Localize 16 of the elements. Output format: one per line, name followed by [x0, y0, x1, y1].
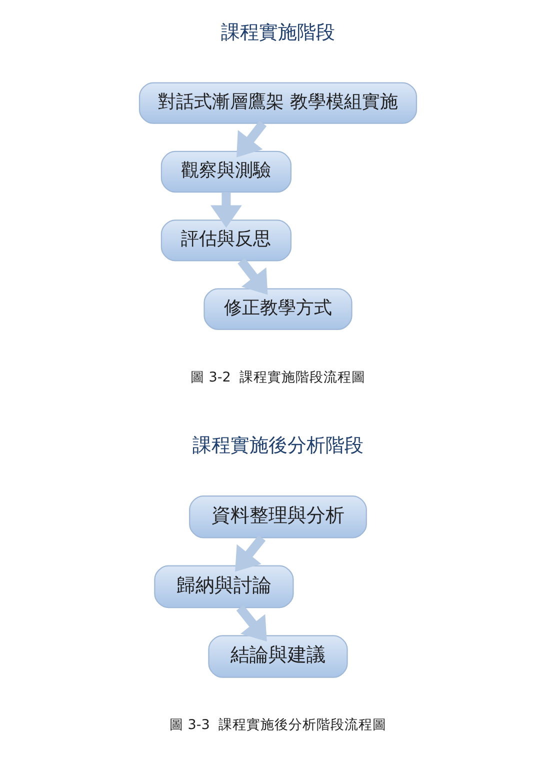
label: 課程實施階段 [220, 20, 334, 44]
node-box: 結論與建議 [208, 635, 348, 678]
label: 圖 3-2 課程實施階段流程圖 [190, 369, 365, 386]
node-box: 歸納與討論 [154, 565, 294, 608]
label: 圖 3-3 課程實施後分析階段流程圖 [169, 717, 386, 734]
node-box: 資料整理與分析 [188, 495, 366, 538]
arrow [237, 258, 268, 295]
arrow [236, 604, 266, 642]
arrow [234, 535, 266, 572]
node-box: 觀察與測驗 [160, 150, 292, 193]
node-box: 對話式漸層鷹架 教學模組實施 [138, 82, 417, 124]
label: 課程實施後分析階段 [192, 434, 363, 457]
node-box: 評估與反思 [160, 220, 292, 262]
node-box: 修正教學方式 [203, 288, 352, 330]
arrow [210, 192, 242, 228]
arrow [236, 120, 266, 158]
